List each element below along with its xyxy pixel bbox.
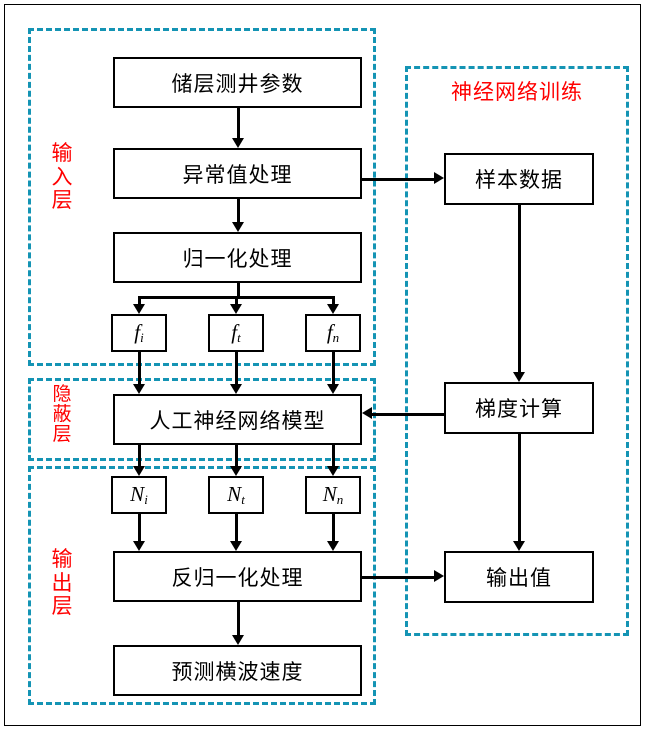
- node-neuron-2-label: Nt: [227, 482, 245, 507]
- connector-outlier-to-norm: [237, 199, 240, 222]
- connector-f2-to-ann-arrow: [230, 384, 242, 394]
- label-output-layer-char-1: 输: [51, 547, 73, 571]
- node-feature-1-label: fi: [134, 320, 144, 345]
- connector-norm-drop-3: [332, 296, 335, 304]
- connector-gradient-to-output-arrow: [513, 541, 525, 551]
- connector-n2-to-denorm: [235, 514, 238, 541]
- label-hidden-layer-char-2: 蔽: [52, 403, 72, 425]
- connector-params-to-outlier: [237, 108, 240, 138]
- node-neuron-2[interactable]: Nt: [208, 476, 264, 514]
- connector-ann-to-n1: [138, 445, 141, 466]
- node-feature-1[interactable]: fi: [111, 314, 167, 352]
- connector-n1-to-denorm-arrow: [133, 541, 145, 551]
- box-outlier-processing[interactable]: 异常值处理: [113, 148, 362, 199]
- group-output-layer: [28, 466, 376, 705]
- box-sample-data[interactable]: 样本数据: [444, 153, 594, 205]
- node-neuron-3[interactable]: Nn: [305, 476, 361, 514]
- node-neuron-1-label: Ni: [130, 482, 148, 507]
- connector-gradient-to-ann: [372, 413, 444, 416]
- connector-ann-to-n3: [332, 445, 335, 466]
- connector-n3-to-denorm: [332, 514, 335, 541]
- connector-gradient-to-output: [518, 434, 521, 541]
- connector-f1-to-ann: [138, 352, 141, 384]
- connector-ann-to-n2: [235, 445, 238, 466]
- connector-denorm-to-prediction: [237, 602, 240, 635]
- label-input-layer-char-2: 入: [51, 164, 73, 189]
- connector-norm-drop-2: [235, 296, 238, 304]
- box-denormalization[interactable]: 反归一化处理: [113, 551, 362, 602]
- connector-norm-drop-1-arrow: [133, 304, 145, 314]
- node-neuron-1[interactable]: Ni: [111, 476, 167, 514]
- box-ann-model[interactable]: 人工神经网络模型: [113, 394, 362, 445]
- connector-outlier-to-sample: [362, 178, 434, 181]
- connector-denorm-to-prediction-arrow: [232, 635, 244, 645]
- node-feature-2-label: ft: [231, 320, 241, 345]
- connector-norm-drop-1: [138, 296, 141, 304]
- connector-f1-to-ann-arrow: [133, 384, 145, 394]
- connector-n2-to-denorm-arrow: [230, 541, 242, 551]
- label-input-layer-char-3: 层: [51, 188, 73, 213]
- group-hidden-layer: [28, 378, 376, 461]
- connector-f3-to-ann-arrow: [327, 384, 339, 394]
- node-feature-3-label: fn: [326, 320, 340, 345]
- label-output-layer: 输 出 层: [48, 547, 76, 619]
- connector-outlier-to-norm-arrow: [232, 222, 244, 232]
- label-input-layer-char-1: 输: [51, 141, 73, 165]
- connector-sample-to-gradient: [518, 205, 521, 372]
- connector-params-to-outlier-arrow: [232, 138, 244, 148]
- connector-ann-to-n3-arrow: [327, 466, 339, 476]
- label-hidden-layer: 隐 蔽 层: [48, 385, 76, 444]
- connector-denorm-to-output-arrow: [434, 570, 444, 582]
- connector-f2-to-ann: [235, 352, 238, 384]
- outer-frame: [4, 4, 641, 726]
- label-input-layer: 输 入 层: [48, 141, 76, 213]
- connector-sample-to-gradient-arrow: [513, 372, 525, 382]
- label-hidden-layer-char-1: 隐: [52, 384, 72, 405]
- group-training-panel: [405, 66, 629, 636]
- connector-gradient-to-ann-arrow: [362, 407, 372, 419]
- connector-n1-to-denorm: [138, 514, 141, 541]
- box-output-value[interactable]: 输出值: [444, 551, 594, 603]
- box-reservoir-params[interactable]: 储层测井参数: [113, 57, 362, 108]
- box-prediction[interactable]: 预测横波速度: [113, 645, 362, 696]
- connector-ann-to-n1-arrow: [133, 466, 145, 476]
- connector-outlier-to-sample-arrow: [434, 172, 444, 184]
- connector-ann-to-n2-arrow: [230, 466, 242, 476]
- group-input-layer: [28, 28, 376, 366]
- connector-n3-to-denorm-arrow: [327, 541, 339, 551]
- label-training-panel: 神经网络训练: [451, 80, 583, 104]
- connector-denorm-to-output: [362, 576, 434, 579]
- node-feature-2[interactable]: ft: [208, 314, 264, 352]
- connector-norm-drop-3-arrow: [327, 304, 339, 314]
- box-gradient-calc[interactable]: 梯度计算: [444, 382, 594, 434]
- label-output-layer-char-3: 层: [51, 594, 73, 619]
- box-normalization[interactable]: 归一化处理: [113, 232, 362, 283]
- label-output-layer-char-2: 出: [51, 570, 73, 595]
- node-feature-3[interactable]: fn: [305, 314, 361, 352]
- node-neuron-3-label: Nn: [322, 482, 344, 507]
- label-hidden-layer-char-3: 层: [52, 423, 72, 445]
- connector-norm-drop-2-arrow: [230, 304, 242, 314]
- connector-norm-stem: [237, 283, 240, 296]
- connector-f3-to-ann: [332, 352, 335, 384]
